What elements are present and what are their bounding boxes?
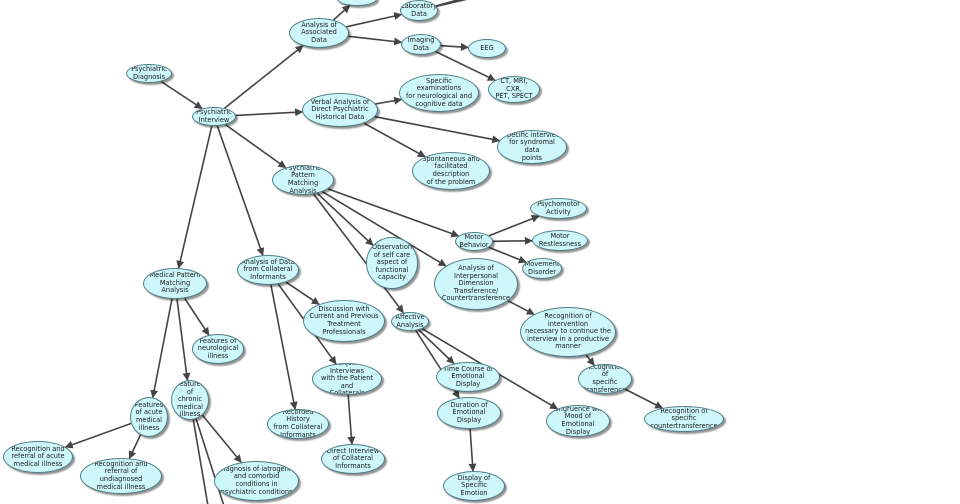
edge-analysis_associated_data-to-n_top_cut (333, 4, 351, 21)
node-psychiatric-diagnosis[interactable]: Psychiatric Diagnosis (126, 64, 172, 83)
edge-analysis_interpersonal-to-recognition_intervention (507, 300, 535, 316)
node-motor-behavior[interactable]: Motor Behavior (455, 232, 493, 251)
edge-psychiatric_interview-to-analysis_collateral (216, 125, 265, 256)
node-motor-restlessness[interactable]: Motor Restlessness (532, 230, 588, 251)
edge-features_chronic-to-offscreen-41 (192, 419, 209, 504)
node-spontaneous-description[interactable]: Spontaneous and facilitated description … (412, 152, 490, 190)
node-direct-interview[interactable]: Direct Interview of Collateral Informant… (321, 444, 385, 474)
edge-analysis_associated_data-to-laboratory_data (346, 12, 403, 28)
edge-verbal_analysis-to-specific_interview (374, 115, 501, 144)
edge-psychiatric_interview-to-pattern_matching (224, 123, 287, 169)
edge-motor_behavior-to-motor_restlessness (492, 236, 533, 245)
edge-analysis_collateral-to-recorded_history (270, 284, 298, 410)
edge-laboratory_data-to-offscreen-10 (435, 0, 461, 7)
node-recognition-of-intervention[interactable]: Recognition of intervention necessary to… (520, 307, 616, 357)
edge-features_chronic-to-diagnosis_iatrogenic (201, 414, 242, 463)
edge-imaging_data-to-eeg (440, 42, 469, 51)
edge-verbal_analysis-to-specific_examinations (375, 96, 403, 105)
node-laboratory-data[interactable]: Laboratory Data (400, 0, 438, 21)
node-time-course-of-emotional-display[interactable]: Time Course of Emotional Display (436, 362, 500, 392)
node-recognition-acute-medical-illness[interactable]: Recognition and referral of acute medica… (3, 441, 73, 473)
node-psychiatric-interview[interactable]: Psychiatric Interview (192, 107, 236, 126)
node-medical-pattern-matching[interactable]: Medical Pattern Matching Analysis (143, 268, 207, 299)
node-eeg[interactable]: EEG (468, 39, 506, 58)
node-analysis-of-associated-data[interactable]: Analysis of Associated Data (289, 18, 349, 48)
node-ct-mri-cxr-pet-spect[interactable]: CT, MRI, CXR, PET, SPECT (488, 76, 540, 103)
node-analysis-interpersonal-dimension[interactable]: Analysis of Interpersonal Dimension Tran… (434, 258, 518, 310)
edge-analysis_collateral-to-discussion_current (285, 281, 320, 305)
edge-motor_behavior-to-psychomotor_activity (488, 215, 540, 237)
node-specific-interview[interactable]: Specific interview for syndromal data po… (497, 130, 567, 164)
edge-recognition_transference-to-recognition_countertransference (624, 388, 664, 409)
edge-analysis_associated_data-to-imaging_data (348, 35, 403, 46)
edge-affective_analysis-to-time_course (418, 329, 455, 365)
edge-psychiatric_diagnosis-to-psychiatric_interview (160, 80, 203, 110)
node-recognition-of-transference[interactable]: Recognition of specific transference (578, 364, 632, 394)
edge-imaging_data-to-ct_mri (435, 50, 496, 82)
node-recognition-undiagnosed-medical-illness[interactable]: Recognition and referral of undiagnosed … (80, 458, 162, 494)
node-specific-examinations[interactable]: Specific examinations for neurological a… (399, 74, 479, 112)
edge-psychiatric_interview-to-medical_pattern (176, 125, 213, 269)
node-display-of-specific-emotion[interactable]: Display of Specific Emotion (443, 471, 505, 501)
edge-pattern_matching-to-analysis_interpersonal (321, 191, 447, 267)
edge-features_acute-to-recognition_acute (64, 422, 132, 449)
node-affective-analysis[interactable]: Affective Analysis (391, 312, 429, 331)
edge-medical_pattern-to-features_acute (150, 298, 173, 399)
edge-pattern_matching-to-affective_analysis (313, 193, 404, 314)
node-features-of-chronic-medical-illness[interactable]: Features of chronic medical illness (171, 380, 209, 420)
edge-pattern_matching-to-motor_behavior (327, 188, 460, 238)
edge-conjoint_interviews-to-direct_interview (347, 394, 356, 445)
node-features-of-acute-medical-illness[interactable]: Features of acute medical illness (130, 397, 168, 437)
node-observation-self-care[interactable]: Observation of self care aspect of funct… (366, 237, 418, 289)
edge-medical_pattern-to-features_chronic (176, 298, 191, 381)
edge-psychiatric_interview-to-verbal_analysis (235, 108, 304, 117)
edge-medical_pattern-to-features_neurological (184, 297, 210, 336)
edge-psychiatric_interview-to-analysis_associated_data (224, 45, 304, 109)
node-features-of-neurological-illness[interactable]: Features of neurological illness (192, 334, 244, 364)
edge-recognition_intervention-to-recognition_transference (585, 354, 595, 366)
node-duration-of-emotional-display[interactable]: Duration of Emotional Display (437, 397, 501, 429)
node-discussion-with-professionals[interactable]: Discussion with Current and Previous Tre… (303, 300, 385, 342)
node-recorded-history[interactable]: Recorded History from Collateral Informa… (267, 409, 329, 439)
node-diagnosis-iatrogenic-comorbid[interactable]: Diagnosis of iatrogenic and comorbid con… (214, 461, 299, 501)
node-recognition-of-countertransference[interactable]: Recognition of specific countertransfere… (644, 406, 724, 432)
edge-motor_behavior-to-movement_disorder (488, 246, 527, 264)
node-congruence-with-mood[interactable]: Congruence with Mood of Emotional Displa… (546, 405, 610, 437)
edge-features_acute-to-recognition_undiagnosed (128, 434, 142, 460)
edge-pattern_matching-to-observation_self_care (316, 192, 374, 246)
node-movement-disorder[interactable]: Movement Disorder (522, 258, 562, 279)
node-psychomotor-activity[interactable]: Psychomotor Activity (530, 198, 587, 219)
edge-verbal_analysis-to-spontaneous_description (363, 122, 426, 158)
node-verbal-analysis[interactable]: Verbal Analysis of Direct Psychiatric Hi… (302, 93, 378, 127)
node-analysis-of-collateral-data[interactable]: Analysis of Data from Collateral Informa… (237, 255, 299, 285)
edge-duration_emotional-to-display_specific (468, 428, 477, 472)
node-imaging-data[interactable]: Imaging Data (401, 34, 441, 55)
node-psychiatric-pattern-matching[interactable]: Psychiatric Pattern Matching Analysis (272, 165, 334, 195)
node-conjoint-interviews[interactable]: Conjoint Interviews with the Patient and… (312, 363, 382, 395)
